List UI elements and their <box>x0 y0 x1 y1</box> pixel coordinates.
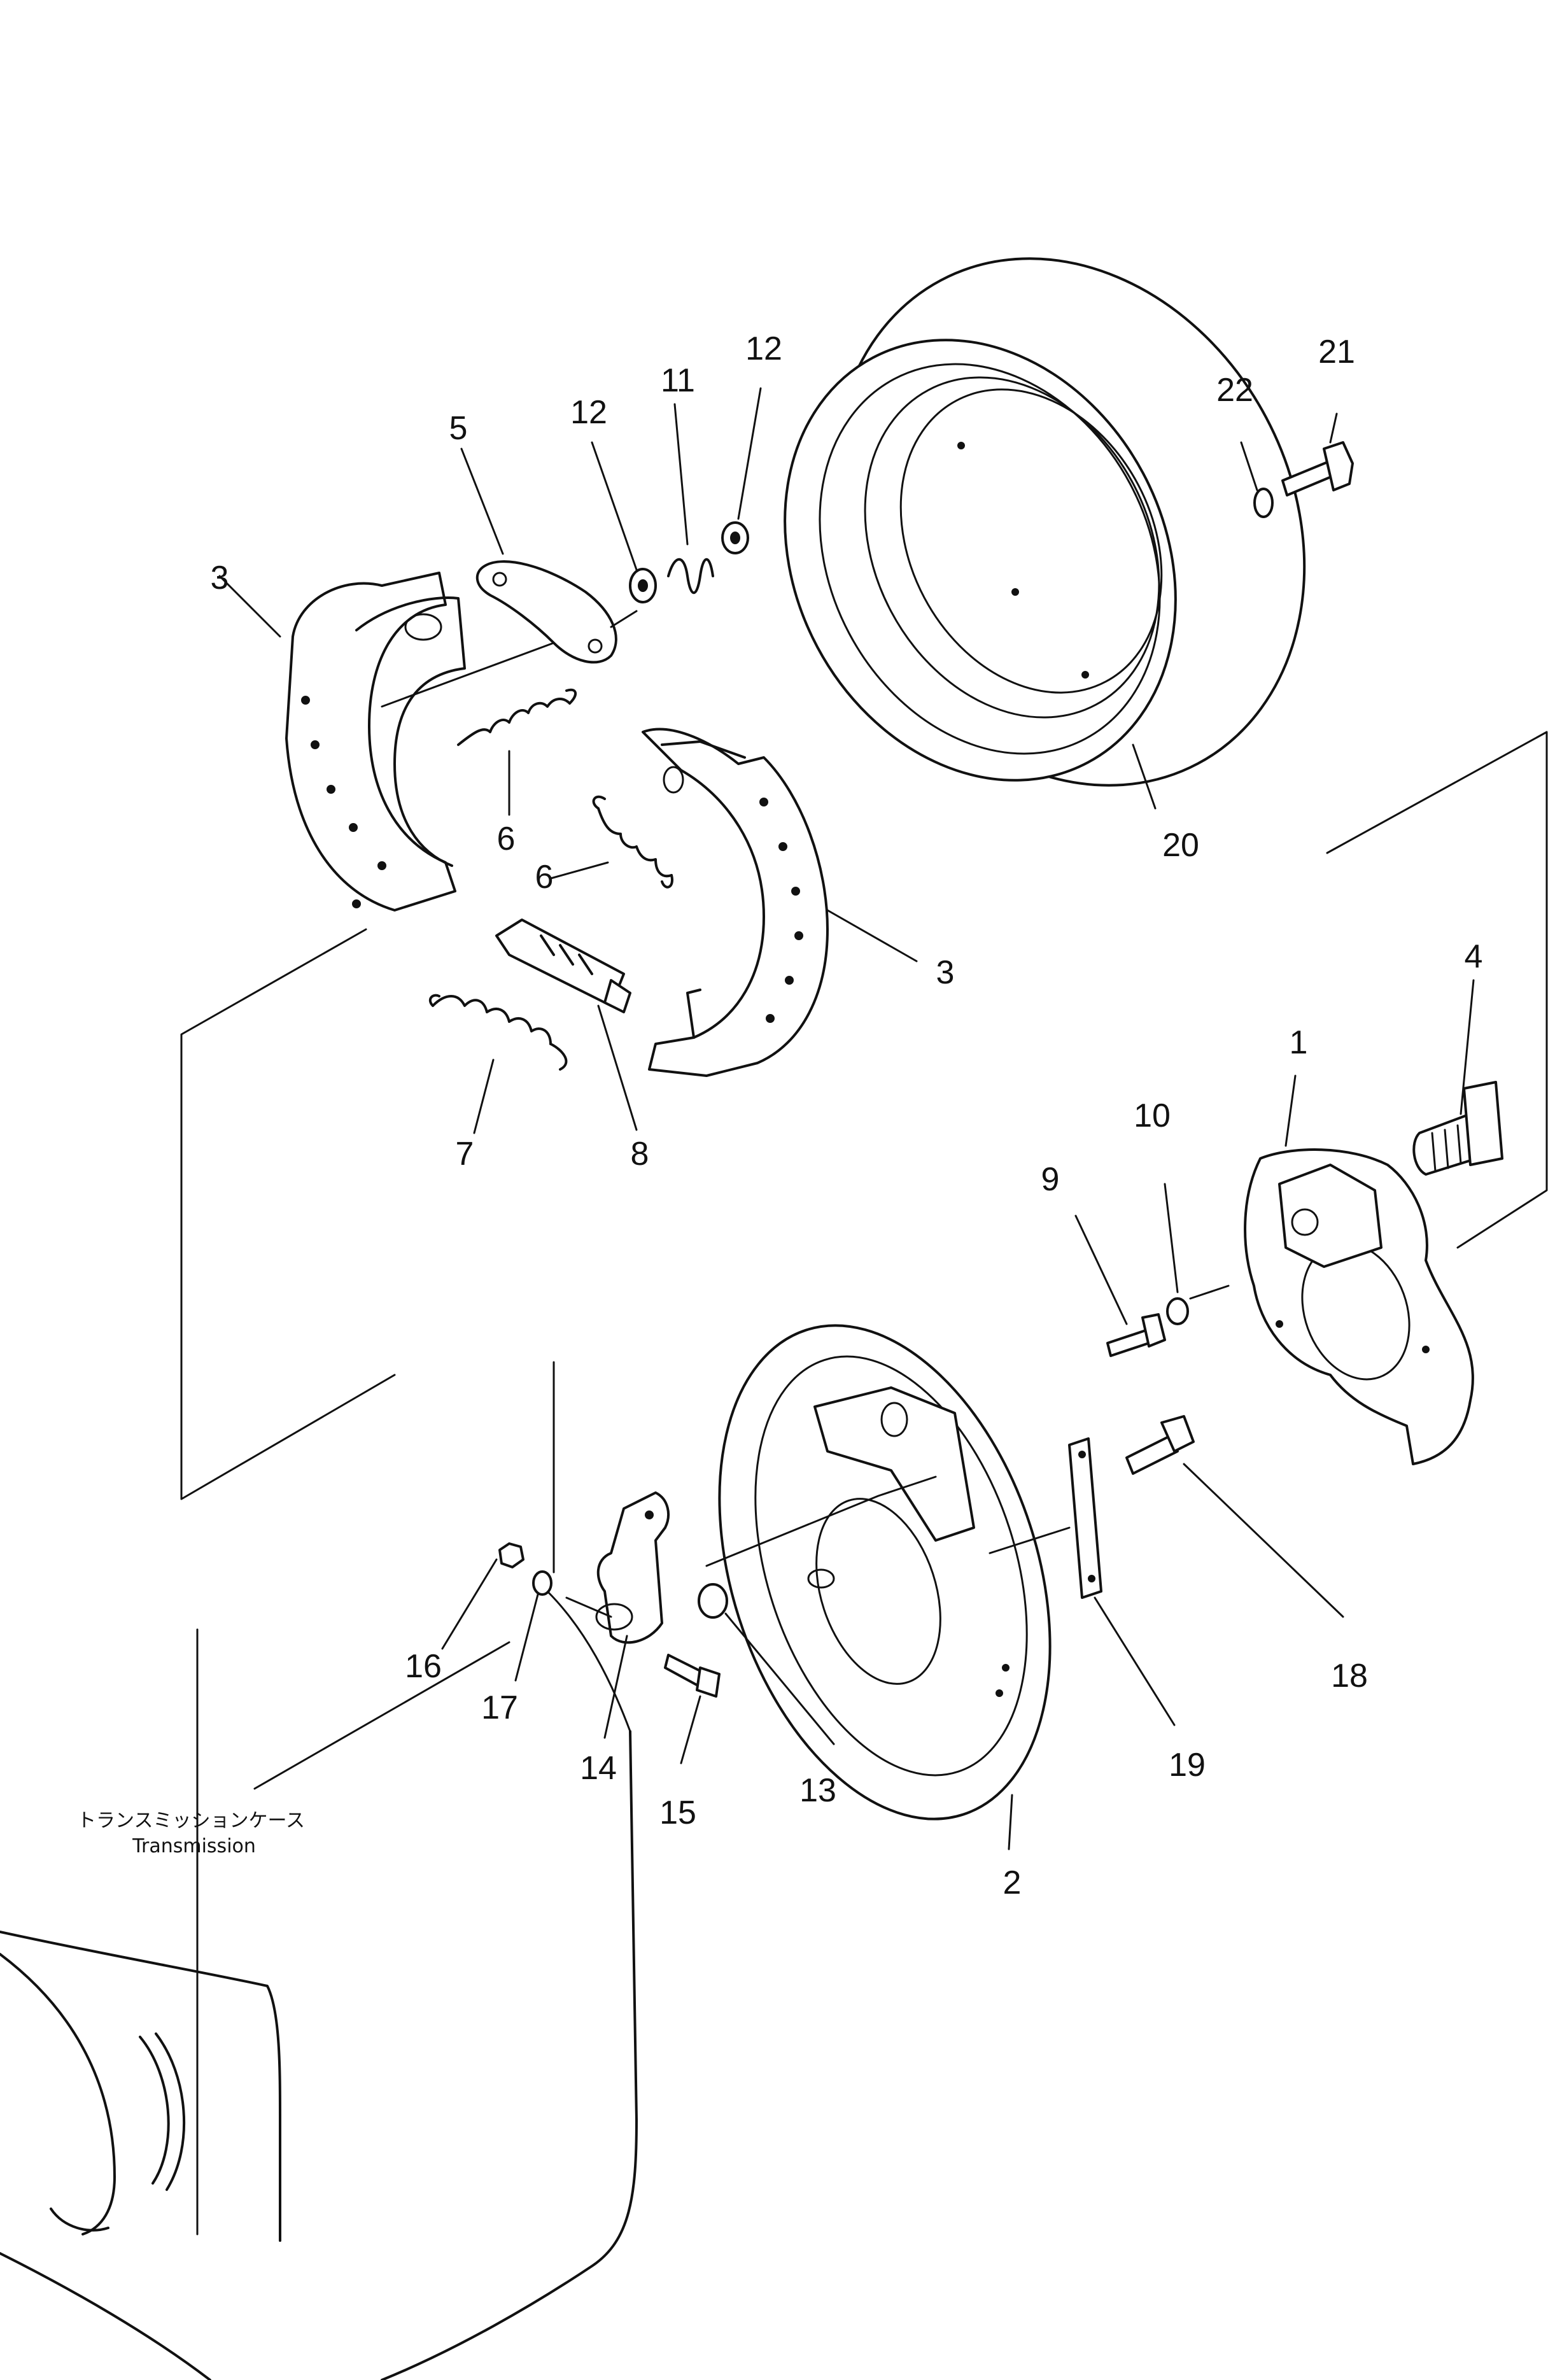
anchor-pin <box>1412 1081 1503 1176</box>
anchor-plate <box>1244 1148 1474 1465</box>
callout-7: 7 <box>456 1136 474 1172</box>
brake-shoe-left <box>285 572 466 912</box>
assembly-frame-lines <box>180 731 1548 2236</box>
return-spring-upper <box>457 688 577 746</box>
callout-17: 17 <box>481 1689 518 1726</box>
return-spring-lower <box>592 795 673 889</box>
callout-21: 21 <box>1318 334 1355 370</box>
callout-6-upper: 6 <box>497 820 516 857</box>
drum-bolt <box>1281 441 1354 496</box>
adjuster <box>495 919 631 1013</box>
callout-14: 14 <box>580 1750 617 1787</box>
drum-lock-washer <box>1253 488 1274 518</box>
plate-19 <box>1068 1437 1102 1599</box>
callout-8: 8 <box>631 1136 649 1172</box>
callout-9: 9 <box>1041 1161 1060 1198</box>
callout-5: 5 <box>449 410 468 447</box>
transmission-case <box>0 1730 638 2380</box>
leader-lines <box>218 387 1475 1850</box>
callout-20: 20 <box>1162 827 1199 864</box>
brake-drum <box>784 257 1306 787</box>
callout-15: 15 <box>659 1794 696 1831</box>
callout-22: 22 <box>1216 372 1253 409</box>
callout-2: 2 <box>1003 1864 1022 1901</box>
washer-12-left <box>629 568 657 603</box>
callout-3-left: 3 <box>211 560 229 596</box>
shoe-spring <box>428 994 568 1071</box>
callout-3-right: 3 <box>936 954 955 991</box>
pin-13 <box>698 1583 728 1619</box>
nut-16 <box>498 1542 524 1568</box>
backing-plate <box>718 1324 1052 1820</box>
callout-labels: 1 2 3 3 4 5 6 6 7 8 9 10 11 12 12 13 14 … <box>211 330 1483 1901</box>
link-plate <box>475 560 617 664</box>
washer-12-right <box>721 521 749 554</box>
bolt-18 <box>1125 1415 1195 1475</box>
brake-lever <box>595 1491 670 1644</box>
callout-19: 19 <box>1169 1747 1206 1784</box>
transmission-label: トランスミッションケース Transmission <box>77 1810 305 1857</box>
callout-11: 11 <box>661 362 695 399</box>
callout-4: 4 <box>1465 938 1483 975</box>
transmission-label-japanese: トランスミッションケース <box>77 1810 305 1832</box>
compression-spring <box>667 558 714 594</box>
bolt-9 <box>1106 1313 1166 1357</box>
callout-12-right: 12 <box>745 330 782 367</box>
brake-shoe-right <box>642 728 829 1077</box>
transmission-label-english: Transmission <box>132 1835 256 1857</box>
callout-16: 16 <box>405 1648 442 1685</box>
callout-13: 13 <box>799 1772 836 1809</box>
washer-10 <box>1166 1297 1189 1325</box>
washer-17 <box>532 1570 552 1596</box>
callout-18: 18 <box>1331 1658 1368 1694</box>
callout-6-lower: 6 <box>535 859 554 896</box>
bolt-15 <box>664 1654 721 1698</box>
callout-1: 1 <box>1290 1024 1308 1061</box>
callout-10: 10 <box>1134 1097 1171 1134</box>
callout-12-left: 12 <box>570 394 607 431</box>
